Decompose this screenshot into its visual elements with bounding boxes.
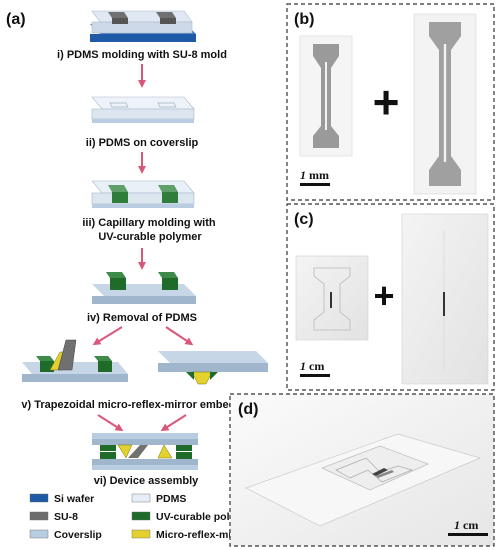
step-3-label-line2: UV-curable polymer (98, 231, 202, 243)
step-1-label: i) PDMS molding with SU-8 mold (57, 49, 227, 61)
arrow-5-left (97, 414, 124, 432)
panel-d-scale-unit: cm (463, 518, 478, 532)
panel-b-scale-num: 1 (300, 168, 306, 182)
panel-c-scale-unit: cm (309, 359, 324, 373)
step-6-label: vi) Device assembly (94, 475, 199, 487)
step-2-illustration (91, 96, 195, 123)
legend-label-su8: SU-8 (54, 511, 78, 523)
legend: Si wafer PDMS SU-8 UV-curable polymer Co… (29, 493, 255, 541)
panel-b-photo-left (299, 35, 353, 157)
panel-b-frame (286, 3, 495, 201)
legend-label-coverslip: Coverslip (54, 529, 102, 541)
arrow-4-right (165, 326, 194, 346)
legend-swatch-uv-polymer (131, 511, 151, 521)
legend-swatch-coverslip (29, 529, 49, 539)
panel-b-scale-bar (300, 183, 330, 186)
panel-a-label: (a) (6, 11, 26, 28)
panel-c-scale-bar (300, 374, 330, 377)
panel-d-label: (d) (238, 401, 258, 418)
panel-d-scale-num: 1 (454, 518, 460, 532)
step-4-illustration (92, 272, 196, 304)
step-5-label: v) Trapezoidal micro-reflex-mirror embed… (21, 399, 258, 411)
legend-label-uv-polymer: UV-curable polymer (156, 511, 255, 523)
panel-c-photo-left (295, 255, 369, 341)
arrow-5-right (160, 414, 187, 432)
legend-label-si-wafer: Si wafer (54, 493, 94, 505)
step-3-label-line1: iii) Capillary molding with (82, 217, 216, 229)
panel-b-plus: + (373, 76, 400, 128)
step-2-label: ii) PDMS on coverslip (86, 137, 199, 149)
legend-swatch-mirror (131, 529, 151, 539)
legend-label-mirror: Micro-reflex-mirror (156, 529, 250, 541)
legend-swatch-su8 (29, 511, 49, 521)
panel-d-photo (245, 433, 482, 527)
step-4-label: iv) Removal of PDMS (87, 312, 197, 324)
arrow-4-left (92, 326, 123, 346)
panel-c-label: (c) (294, 211, 314, 228)
panel-c-frame (286, 203, 495, 391)
panel-c-plus: + (373, 275, 394, 316)
panel-c-photo-right (401, 213, 489, 385)
step-5-illustration-right (158, 351, 268, 385)
legend-swatch-pdms (131, 493, 151, 503)
panel-c-scale-num: 1 (300, 359, 306, 373)
legend-label-pdms: PDMS (156, 493, 186, 505)
step-5-illustration-left (22, 339, 128, 382)
panel-d-scale-bar (448, 533, 488, 536)
panel-b-photo-right (413, 13, 477, 195)
legend-swatch-si-wafer (29, 493, 49, 503)
panel-b-scale-unit: mm (309, 168, 329, 182)
step-6-illustration (92, 433, 198, 470)
panel-b-label: (b) (294, 11, 314, 28)
step-1-illustration (90, 10, 196, 42)
step-3-illustration (91, 180, 195, 208)
